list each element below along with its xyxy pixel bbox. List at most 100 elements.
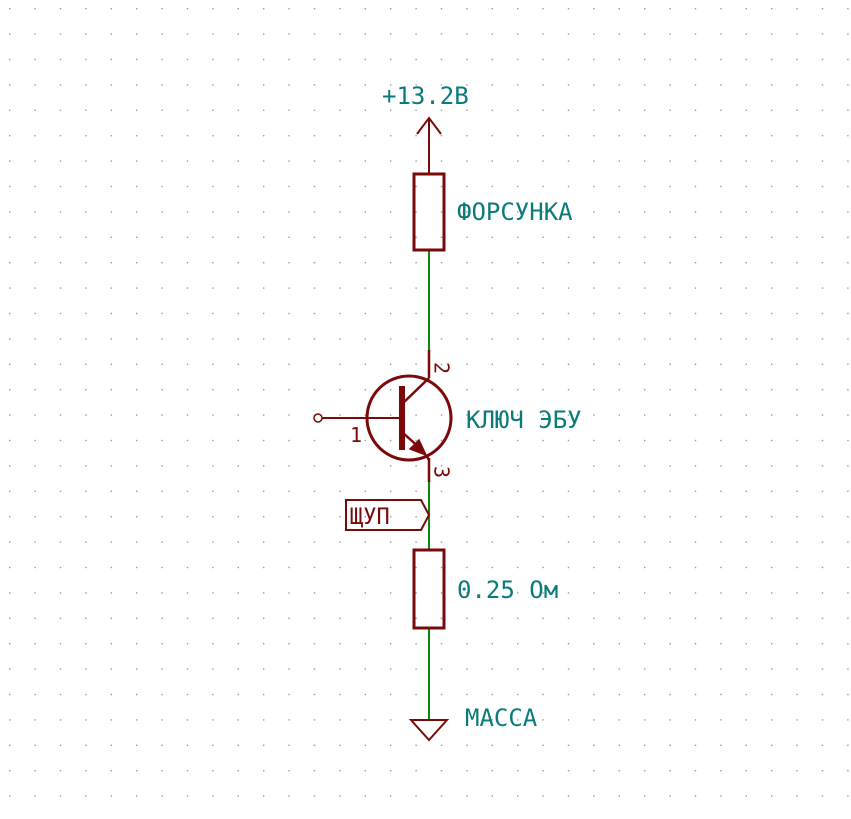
- grid-dot: [466, 185, 468, 188]
- grid-dot: [364, 389, 366, 391]
- grid-dot: [161, 795, 163, 797]
- transistor-emitter-arrow: [408, 438, 428, 457]
- grid-dot: [85, 414, 87, 416]
- injector-symbol[interactable]: [412, 172, 446, 252]
- grid-dot: [161, 719, 163, 721]
- grid-dot: [542, 566, 544, 569]
- grid-dot: [694, 160, 697, 162]
- grid-dot: [186, 541, 189, 543]
- grid-dot: [59, 465, 62, 467]
- grid-dot: [720, 744, 722, 746]
- grid-dot: [720, 389, 722, 391]
- grid-dot: [517, 135, 519, 137]
- grid-dot: [745, 185, 747, 188]
- grid-dot: [771, 58, 773, 61]
- grid-dot: [136, 8, 138, 10]
- grid-dot: [136, 795, 138, 797]
- grid-dot: [85, 211, 87, 213]
- grid-dot: [644, 33, 646, 35]
- power-symbol[interactable]: [416, 116, 442, 174]
- grid-dot: [85, 693, 87, 696]
- grid-dot: [771, 668, 773, 670]
- grid-dot: [440, 262, 443, 264]
- grid-dot: [466, 33, 468, 35]
- grid-dot: [237, 592, 239, 594]
- grid-dot: [237, 770, 239, 772]
- ground-symbol[interactable]: [408, 719, 450, 742]
- grid-dot: [161, 262, 163, 264]
- grid-dot: [567, 160, 570, 162]
- grid-dot: [644, 744, 646, 746]
- grid-dot: [694, 185, 697, 188]
- grid-dot: [186, 719, 189, 721]
- grid-dot: [440, 439, 443, 442]
- grid-dot: [542, 795, 544, 797]
- probe-label: ЩУП: [350, 505, 390, 530]
- grid-dot: [821, 389, 824, 391]
- grid-dot: [110, 795, 112, 797]
- grid-dot: [517, 439, 519, 442]
- grid-dot: [669, 84, 671, 86]
- grid-dot: [694, 414, 697, 416]
- grid-dot: [517, 643, 519, 645]
- grid-dot: [59, 363, 62, 365]
- grid-dot: [161, 338, 163, 340]
- grid-dot: [186, 135, 189, 137]
- grid-dot: [542, 744, 544, 746]
- grid-dot: [85, 744, 87, 746]
- grid-dot: [847, 490, 849, 492]
- grid-dot: [745, 693, 747, 696]
- grid-dot: [491, 668, 493, 670]
- grid-dot: [390, 414, 392, 416]
- grid-dot: [593, 770, 595, 772]
- grid-dot: [796, 465, 798, 467]
- grid-dot: [771, 8, 773, 10]
- grid-dot: [186, 643, 189, 645]
- grid-dot: [567, 414, 570, 416]
- shunt-symbol[interactable]: [412, 548, 446, 630]
- grid-dot: [644, 160, 646, 162]
- grid-dot: [34, 312, 36, 315]
- grid-dot: [821, 414, 824, 416]
- grid-dot: [593, 236, 595, 238]
- grid-dot: [745, 160, 747, 162]
- grid-dot: [186, 287, 189, 289]
- grid-dot: [212, 744, 214, 746]
- grid-dot: [313, 312, 316, 315]
- grid-dot: [237, 490, 239, 492]
- grid-dot: [694, 592, 697, 594]
- probe-label-tag[interactable]: ЩУП: [345, 499, 431, 531]
- grid-dot: [9, 744, 11, 746]
- grid-dot: [390, 490, 392, 492]
- grid-dot: [339, 795, 341, 797]
- grid-dot: [745, 490, 747, 492]
- grid-dot: [821, 185, 824, 188]
- grid-dot: [847, 668, 849, 670]
- transistor-pin-base: 1: [350, 423, 362, 447]
- grid-dot: [263, 617, 265, 619]
- grid-dot: [34, 414, 36, 416]
- transistor-base-pin-dot[interactable]: [313, 413, 323, 423]
- grid-dot: [161, 414, 163, 416]
- grid-dot: [237, 541, 239, 543]
- grid-dot: [161, 211, 163, 213]
- grid-dot: [466, 770, 468, 772]
- grid-dot: [542, 262, 544, 264]
- grid-dot: [212, 566, 214, 569]
- grid-dot: [771, 135, 773, 137]
- transistor-symbol[interactable]: [313, 350, 453, 482]
- transistor-label: КЛЮЧ ЭБУ: [466, 406, 582, 434]
- grid-dot: [720, 693, 722, 696]
- grid-dot: [567, 84, 570, 86]
- grid-dot: [85, 592, 87, 594]
- grid-dot: [669, 389, 671, 391]
- grid-dot: [771, 541, 773, 543]
- grid-dot: [440, 287, 443, 289]
- grid-dot: [466, 490, 468, 492]
- grid-dot: [110, 211, 112, 213]
- grid-dot: [720, 135, 722, 137]
- grid-dot: [796, 719, 798, 721]
- grid-dot: [466, 338, 468, 340]
- grid-dot: [821, 211, 824, 213]
- grid-dot: [212, 643, 214, 645]
